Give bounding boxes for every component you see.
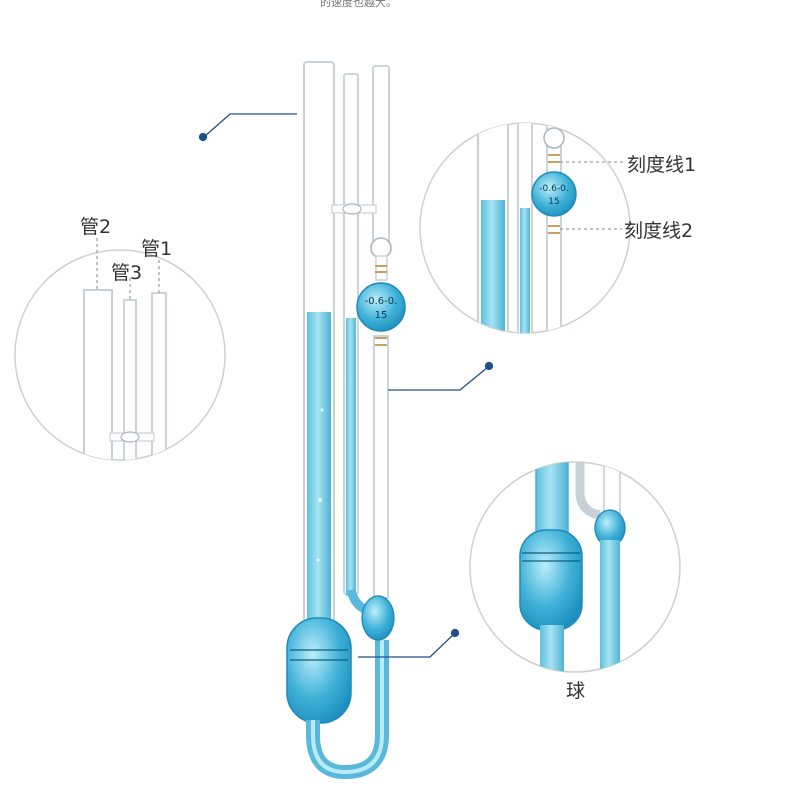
leader-right-top [388,366,489,391]
main-viscometer: -0.6-0. 15 [286,61,406,780]
lower-bulb [361,595,395,641]
leader-left [203,113,297,138]
label-tube3: 管3 [111,262,143,284]
detail-bulb-marking-line2: 15 [548,197,559,207]
label-bulb: 球 [566,680,586,702]
detail-circle-marks: -0.6-0. 15 [419,122,631,334]
label-tube2: 管2 [80,216,112,238]
label-tube1: 管1 [141,238,173,260]
detail-bulb-marking-line1: -0.6-0. [539,184,568,194]
bulb-marking-line1: -0.6-0. [365,296,398,307]
reservoir-bulb [286,617,352,724]
leader-lines [198,113,494,658]
detail-circle-bulb [469,461,681,673]
bulb-marking-line2: 15 [375,310,388,321]
tube2-liquid [307,312,331,624]
detail-circle-tops [14,238,226,461]
leader-right-bottom [358,632,456,658]
tube3-liquid [346,318,356,596]
header-caption: 的速度也越大。 [320,0,397,9]
tube1-glass [372,65,390,247]
measuring-bulb [356,282,406,332]
label-mark1: 刻度线1 [627,154,697,176]
label-mark2: 刻度线2 [624,220,694,242]
